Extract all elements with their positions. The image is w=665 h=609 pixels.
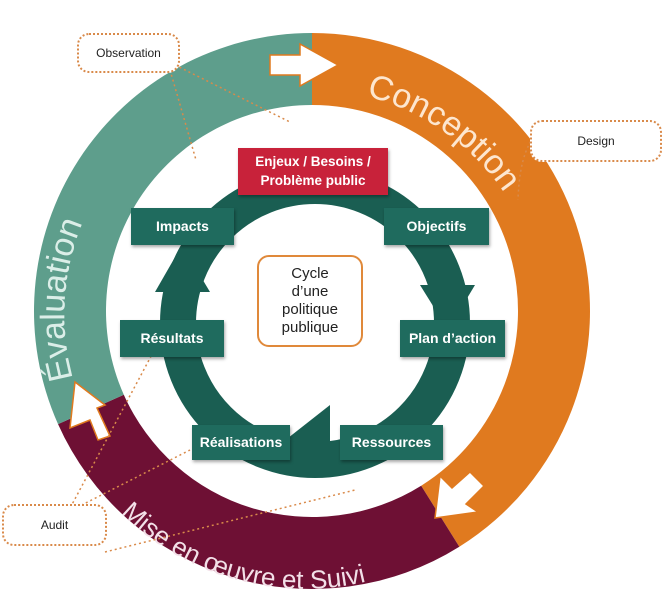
step-ressources: Ressources [340, 425, 443, 460]
problem-line2: Problème public [260, 172, 366, 188]
step-plan-action: Plan d’action [400, 320, 505, 357]
arrow-to-mise-en-oeuvre-icon [434, 470, 486, 519]
cycle-arrowhead-left [288, 405, 330, 465]
callout-observation-text: Observation [96, 46, 161, 60]
callout-audit: Audit [2, 504, 107, 546]
center-line2: d’une [291, 283, 329, 300]
cycle-arrowhead-down [420, 285, 475, 330]
problem-line1: Enjeux / Besoins / [255, 154, 371, 170]
outer-ring [33, 33, 590, 589]
arrow-to-evaluation-icon [69, 380, 112, 441]
arrow-to-conception-icon [269, 42, 340, 88]
cycle-arrowhead-up [155, 245, 210, 292]
callout-observation: Observation [77, 33, 180, 73]
callout-design: Design [530, 120, 662, 162]
callout-audit-text: Audit [40, 518, 69, 532]
mise-en-oeuvre-segment [58, 394, 460, 589]
callout-design-text: Design [577, 134, 615, 148]
problem-box: Enjeux / Besoins / Problème public [238, 148, 388, 195]
step-realisations: Réalisations [192, 425, 290, 460]
conception-segment [312, 33, 590, 547]
step-impacts: Impacts [131, 208, 234, 245]
center-line3: politique [282, 301, 338, 318]
step-objectifs: Objectifs [384, 208, 489, 245]
evaluation-segment [33, 33, 312, 425]
step-resultats: Résultats [120, 320, 224, 357]
center-line4: publique [281, 319, 339, 336]
center-line1: Cycle [291, 265, 329, 282]
